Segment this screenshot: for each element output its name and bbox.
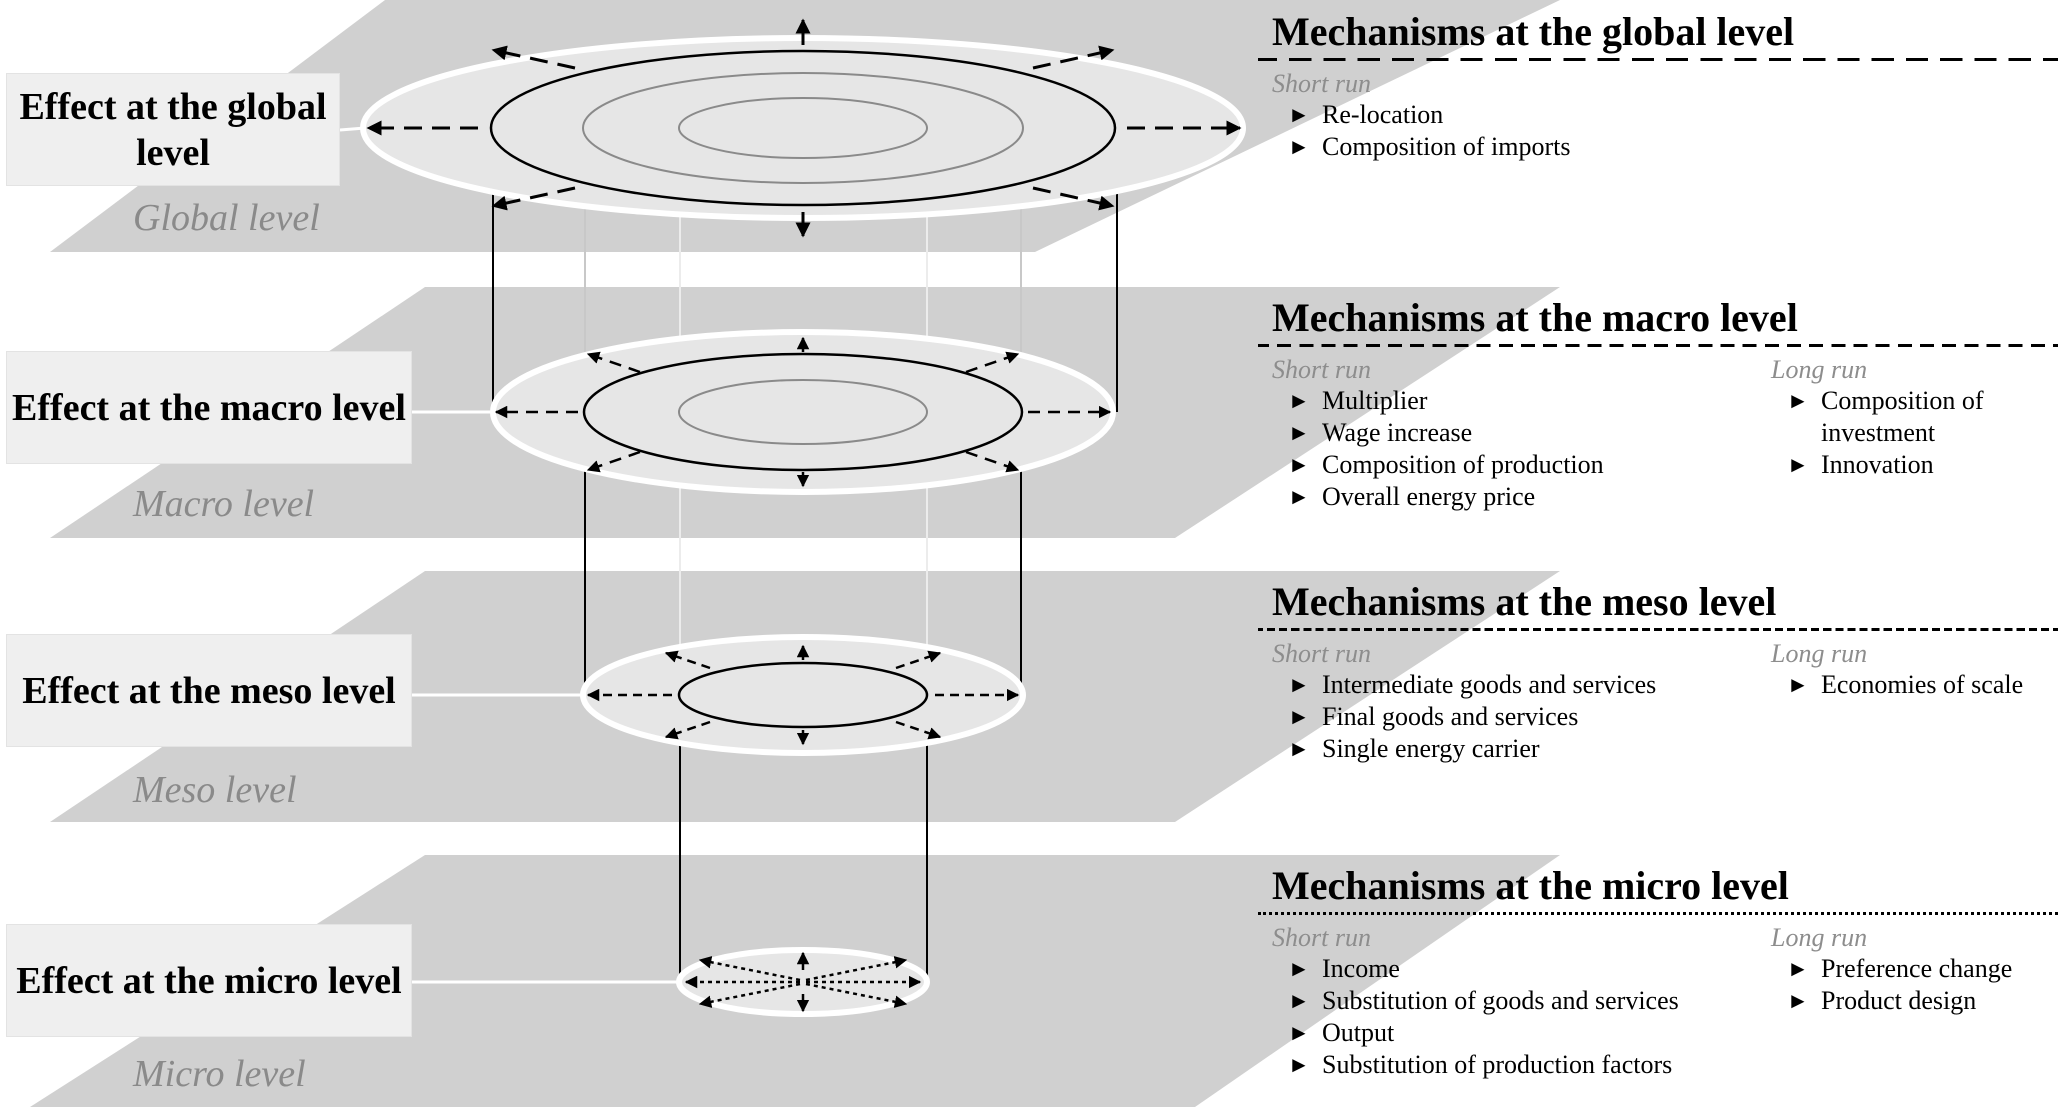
bullet-icon: ► <box>1288 420 1310 445</box>
effect-box-macro: Effect at the macro level <box>6 351 412 464</box>
macro-long-run-col: Long run ►Composition of investment ►Inn… <box>1771 347 2041 481</box>
bullet-icon: ► <box>1288 134 1310 159</box>
meso-long-run-label: Long run <box>1771 639 1868 668</box>
bullet-icon: ► <box>1288 1052 1310 1077</box>
list-item: ►Single energy carrier <box>1288 734 1540 763</box>
macro-short-run-label: Short run <box>1272 355 1371 384</box>
effect-label-micro: Effect at the micro level <box>16 959 402 1002</box>
mechanisms-micro: Mechanisms at the micro level Short run … <box>1258 862 2058 1079</box>
effect-box-meso: Effect at the meso level <box>6 634 412 747</box>
meso-long-run-col: Long run ►Economies of scale <box>1771 631 2023 701</box>
bullet-icon: ► <box>1288 388 1310 413</box>
meso-arrows <box>586 644 1020 746</box>
micro-long-run-label: Long run <box>1771 923 1868 952</box>
list-item: ►Intermediate goods and services <box>1288 670 1657 699</box>
mechanisms-global-title: Mechanisms at the global level <box>1272 9 1795 54</box>
macro-short-run-col: Short run ►Multiplier ►Wage increase ►Co… <box>1272 347 1604 513</box>
micro-short-run-list: ►Income ►Substitution of goods and servi… <box>1272 953 1679 1081</box>
bullet-icon: ► <box>1787 672 1809 697</box>
list-item: ►Multiplier <box>1288 386 1428 415</box>
global-short-run-list: ►Re-location ►Composition of imports <box>1272 99 1570 163</box>
level-label-macro: Macro level <box>133 483 315 525</box>
bullet-icon: ► <box>1288 704 1310 729</box>
list-item: ►Final goods and services <box>1288 702 1579 731</box>
mechanisms-meso-title: Mechanisms at the meso level <box>1272 579 1777 624</box>
mechanisms-meso-rule <box>1258 628 2058 631</box>
bullet-icon: ► <box>1288 956 1310 981</box>
meso-long-run-list: ►Economies of scale <box>1771 669 2023 701</box>
box-connectors <box>339 126 679 984</box>
mechanisms-macro-title: Mechanisms at the macro level <box>1272 295 1798 340</box>
mechanisms-macro-rule <box>1258 344 2058 347</box>
list-item: ►Income <box>1288 954 1400 983</box>
list-item: ►Composition of imports <box>1288 132 1571 161</box>
list-item: ►Wage increase <box>1288 418 1473 447</box>
list-item: ►Substitution of production factors <box>1288 1050 1673 1079</box>
bullet-icon: ► <box>1288 672 1310 697</box>
list-item: ►Re-location <box>1288 100 1444 129</box>
mechanisms-micro-title: Mechanisms at the micro level <box>1272 863 1789 908</box>
list-item: ►Substitution of goods and services <box>1288 986 1679 1015</box>
list-item: ►Composition of production <box>1288 450 1604 479</box>
micro-short-run-col: Short run ►Income ►Substitution of goods… <box>1272 915 1679 1081</box>
bullet-icon: ► <box>1787 388 1809 413</box>
list-item: ►Product design <box>1787 986 1977 1015</box>
micro-long-run-list: ►Preference change ►Product design <box>1771 953 2012 1017</box>
level-label-meso: Meso level <box>133 769 297 811</box>
bullet-icon: ► <box>1288 102 1310 127</box>
macro-long-run-label: Long run <box>1771 355 1868 384</box>
macro-short-run-list: ►Multiplier ►Wage increase ►Composition … <box>1272 385 1604 513</box>
bullet-icon: ► <box>1288 736 1310 761</box>
effect-box-global: Effect at the global level <box>6 73 340 186</box>
bullet-icon: ► <box>1288 452 1310 477</box>
bullet-icon: ► <box>1787 956 1809 981</box>
global-ellipses <box>360 35 1246 221</box>
list-item: ►Composition of investment <box>1787 386 1984 447</box>
bullet-icon: ► <box>1288 1020 1310 1045</box>
micro-short-run-label: Short run <box>1272 923 1371 952</box>
mechanisms-global-rule <box>1258 58 2058 61</box>
mechanisms-meso: Mechanisms at the meso level Short run ►… <box>1258 578 2058 763</box>
level-label-global: Global level <box>133 197 320 239</box>
mechanisms-macro: Mechanisms at the macro level Short run … <box>1258 294 2058 511</box>
meso-short-run-col: Short run ►Intermediate goods and servic… <box>1272 631 1656 765</box>
vertical-connectors <box>492 128 1118 980</box>
mechanisms-global: Mechanisms at the global level Short run… <box>1258 8 2058 161</box>
effect-label-global: Effect at the global level <box>19 85 327 174</box>
macro-ellipses <box>490 329 1116 495</box>
bullet-icon: ► <box>1787 452 1809 477</box>
bullet-icon: ► <box>1288 484 1310 509</box>
effect-label-meso: Effect at the meso level <box>22 669 396 712</box>
macro-long-run-list: ►Composition of investment ►Innovation <box>1771 385 2041 481</box>
list-item: ►Output <box>1288 1018 1395 1047</box>
global-short-run-col: Short run ►Re-location ►Composition of i… <box>1272 61 1570 163</box>
micro-arrows <box>684 951 922 1013</box>
meso-short-run-label: Short run <box>1272 639 1371 668</box>
level-label-micro: Micro level <box>133 1053 306 1095</box>
meso-ellipses <box>580 634 1026 756</box>
global-arrows <box>366 18 1242 238</box>
list-item: ►Preference change <box>1787 954 2013 983</box>
bullet-icon: ► <box>1787 988 1809 1013</box>
effect-box-micro: Effect at the micro level <box>6 924 412 1037</box>
bullet-icon: ► <box>1288 988 1310 1013</box>
meso-short-run-list: ►Intermediate goods and services ►Final … <box>1272 669 1656 765</box>
effect-label-macro: Effect at the macro level <box>12 386 406 429</box>
macro-arrows <box>494 336 1112 488</box>
global-short-run-label: Short run <box>1272 69 1371 98</box>
list-item: ►Economies of scale <box>1787 670 2024 699</box>
list-item: ►Overall energy price <box>1288 482 1536 511</box>
list-item: ►Innovation <box>1787 450 1934 479</box>
mechanisms-micro-rule <box>1258 912 2058 915</box>
micro-long-run-col: Long run ►Preference change ►Product des… <box>1771 915 2012 1017</box>
